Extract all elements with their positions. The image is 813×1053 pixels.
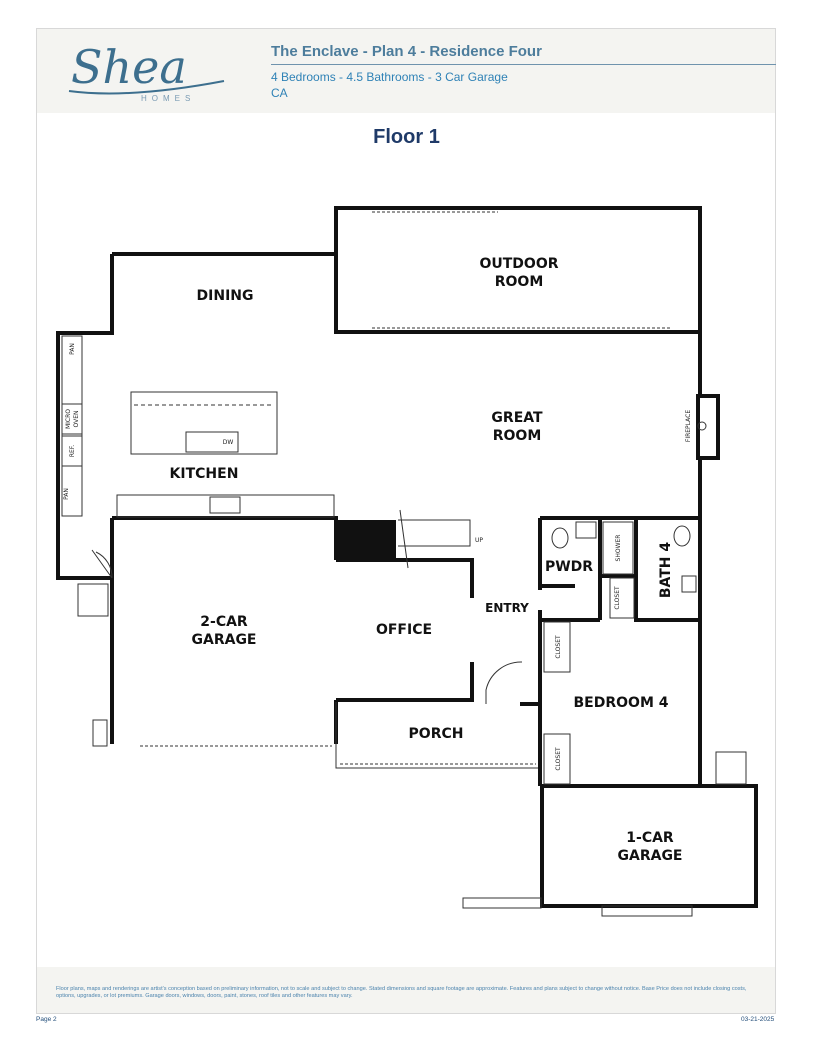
toilet-bath4 (673, 525, 691, 547)
closet-bedroom-a (543, 621, 571, 673)
stair-landing (336, 520, 396, 560)
label-outdoor-room-2: ROOM (495, 274, 544, 290)
disclaimer-text: Floor plans, maps and renderings are art… (56, 986, 747, 999)
label-entry: ENTRY (485, 601, 529, 615)
label-bath4: BATH 4 (658, 542, 674, 599)
label-up: UP (475, 537, 483, 544)
label-outdoor-room-1: OUTDOOR (479, 256, 558, 272)
logo-wordmark: Shea (71, 40, 187, 94)
header-band: Shea HOMES The Enclave - Plan 4 - Reside… (37, 29, 776, 113)
plan-sheet: Shea HOMES The Enclave - Plan 4 - Reside… (36, 28, 776, 1014)
label-closet-bedroom-b: CLOSET (555, 747, 562, 771)
label-pan-bottom: PAN (63, 488, 70, 500)
label-pwdr: PWDR (545, 559, 593, 575)
shea-homes-logo: Shea HOMES (68, 40, 225, 103)
floor-title: Floor 1 (373, 126, 440, 148)
label-bedroom4: BEDROOM 4 (574, 695, 669, 711)
sink-pwdr (575, 521, 597, 539)
plan-title: The Enclave - Plan 4 - Residence Four (271, 43, 542, 60)
label-garage1-1: 1-CAR (626, 830, 674, 846)
outdoor-room-walls (334, 206, 702, 334)
label-garage2-1: 2-CAR (200, 614, 248, 630)
title-divider (271, 64, 776, 65)
island-sink (185, 431, 239, 453)
label-ref: REF. (69, 445, 76, 457)
garage2-step (92, 719, 108, 747)
closet-bath (609, 577, 635, 619)
closet-bedroom-b (543, 733, 571, 785)
label-fireplace: FIREPLACE (685, 410, 692, 442)
garage1-apron (601, 905, 693, 917)
label-oven: OVEN (73, 410, 80, 427)
porch-outline (335, 702, 538, 769)
plan-specs: 4 Bedrooms - 4.5 Bathrooms - 3 Car Garag… (271, 70, 508, 84)
label-porch: PORCH (409, 726, 464, 742)
garage1-walls (540, 784, 758, 908)
refrigerator (61, 435, 83, 467)
entry-door-swing (485, 661, 523, 704)
micro-oven-unit (61, 403, 83, 435)
walkway (462, 897, 542, 909)
bath-walls (538, 518, 702, 786)
page-number: Page 2 (36, 1016, 57, 1023)
kitchen-counter (116, 494, 335, 518)
plan-state: CA (271, 86, 288, 100)
kitchen-garage-door (91, 549, 113, 579)
label-shower: SHOWER (615, 535, 622, 562)
fireplace-box (696, 394, 720, 460)
label-pan-top: PAN (69, 343, 76, 355)
label-garage1-2: GARAGE (618, 848, 683, 864)
label-great-room-1: GREAT (491, 410, 543, 426)
label-micro: MICRO (65, 409, 72, 429)
garage2-walls (110, 516, 338, 744)
revision-date: 03-21-2025 (741, 1016, 775, 1023)
label-dining: DINING (197, 288, 254, 304)
garage1-step (715, 751, 747, 785)
label-closet-bath: CLOSET (614, 586, 621, 610)
sink-bath4 (681, 575, 697, 593)
kitchen-island (130, 391, 278, 455)
label-garage2-2: GARAGE (192, 632, 257, 648)
logo-tagline: HOMES (141, 94, 195, 103)
shower (602, 521, 634, 575)
toilet-pwdr (551, 527, 569, 549)
footer-band (37, 967, 775, 1013)
fireplace-symbol (697, 421, 707, 431)
garage-step (77, 583, 109, 617)
stair (398, 519, 471, 547)
label-dw: DW (223, 439, 234, 446)
label-office: OFFICE (376, 622, 432, 638)
label-closet-bedroom-a: CLOSET (555, 635, 562, 659)
cooktop (209, 496, 241, 514)
label-great-room-2: ROOM (493, 428, 542, 444)
label-kitchen: KITCHEN (170, 466, 239, 482)
main-walls (56, 252, 702, 580)
